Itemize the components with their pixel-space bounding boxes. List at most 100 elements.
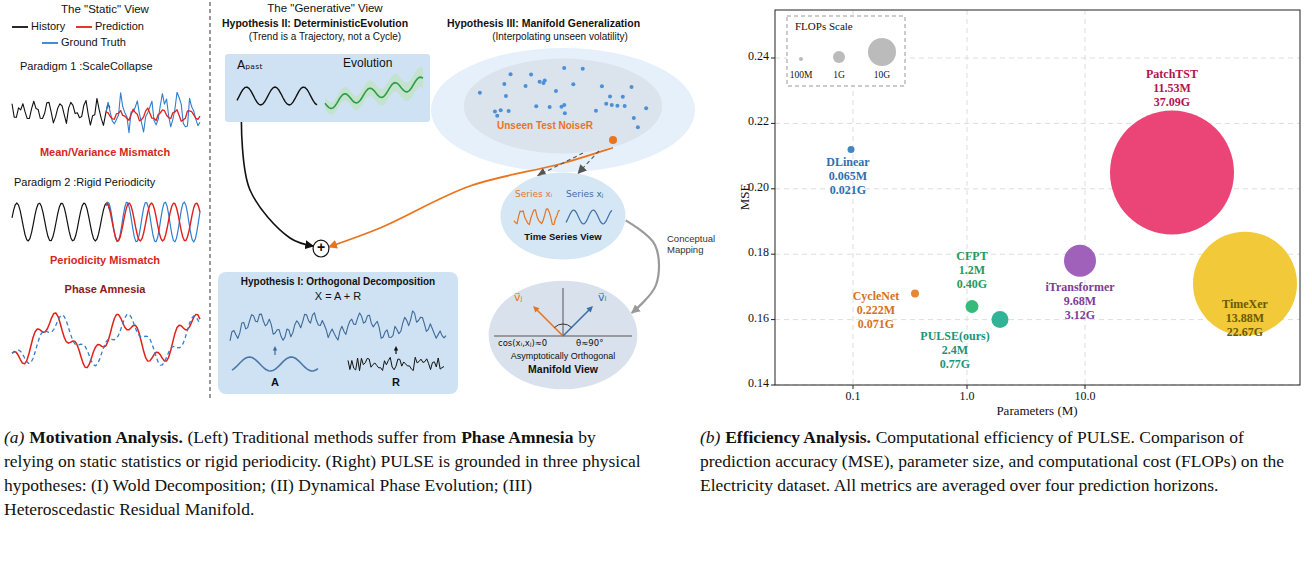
noise-dot [507, 109, 511, 113]
manifold-halo [431, 48, 695, 172]
noise-dot [604, 102, 608, 106]
chart-label: 0.071G [858, 318, 894, 332]
noise-dot [509, 72, 513, 76]
noise-dot [571, 82, 575, 86]
caption-text: (a) [4, 427, 24, 447]
prediction-trace [106, 108, 200, 121]
noise-dot [548, 105, 552, 109]
noise-dot [636, 125, 640, 129]
caption-text: Phase Amnesia [461, 427, 573, 447]
figure-label: Periodicity Mismatch [50, 254, 160, 267]
noise-dot [504, 94, 508, 98]
connector-label: Conceptual Mapping [667, 234, 729, 256]
noise-dot [495, 114, 499, 118]
past-trace [237, 87, 317, 105]
history-trace [12, 203, 110, 241]
noise-manifold: Unseen Test NoiseR [463, 58, 663, 154]
chart-label: 22.67G [1227, 326, 1263, 340]
connector-arrow [538, 153, 583, 176]
caption: (a)Motivation Analysis.(Left) Traditiona… [4, 425, 644, 521]
node-text: R [392, 376, 400, 389]
chart-label: 10.0 [1075, 390, 1096, 404]
node-text: Aₚₐₛₜ [237, 59, 263, 73]
node-text: 10G [874, 70, 890, 81]
node-illustration [494, 288, 632, 336]
noise-dot [493, 109, 497, 113]
shape-outline [464, 59, 662, 154]
evolution-box: AₚₐₛₜEvolution [225, 54, 430, 122]
tick-mark [1085, 385, 1086, 389]
chart-label: 37.09G [1154, 96, 1190, 110]
noise-dot [610, 103, 614, 107]
time-series-bubble: Series xᵢSeries xⱼTime Series View [500, 172, 626, 260]
arrow-head [394, 346, 398, 351]
noise-dot [581, 67, 585, 71]
series-trace [566, 210, 612, 224]
manifold-view-circle: v⃗ⱼv⃗ᵢcos(xᵢ,xⱼ)≈0θ≈90°Asymptotically Or… [488, 280, 638, 390]
series-trace [514, 209, 560, 225]
noise-dot [499, 108, 503, 112]
prediction-trace [12, 313, 200, 368]
node-text: cos(xᵢ,xⱼ)≈0 [498, 339, 547, 349]
composite-trace [230, 311, 446, 341]
vector-arrow [563, 308, 591, 336]
chart-label: 0.18 [748, 246, 769, 260]
uncertainty-band [325, 67, 423, 114]
noise-dot [563, 111, 567, 115]
chart-label: 11.53M [1153, 82, 1191, 96]
node-text: Asymptotically Orthogonal [511, 351, 616, 361]
divider-line [210, 2, 211, 400]
arrow-head [533, 306, 540, 313]
truth-trace [106, 92, 200, 132]
model-bubble [992, 311, 1009, 328]
noise-dot [524, 84, 528, 88]
chart-label: CFPT [956, 250, 987, 264]
noise-dot [600, 84, 604, 88]
tick-mark [771, 319, 775, 320]
node-illustration [237, 67, 423, 114]
node-illustration [514, 209, 612, 225]
node-text: Time Series View [524, 232, 601, 243]
legend-text: Prediction [95, 20, 144, 33]
chart-label: 0.40G [957, 278, 987, 292]
scale-circle [833, 51, 845, 63]
node-text: Series xᵢ [515, 189, 552, 199]
chart-label: 3.12G [1065, 309, 1095, 323]
node-text: θ≈90° [576, 339, 603, 349]
figure-label: The "Static" View [61, 3, 149, 16]
scale-circle [868, 38, 896, 66]
chart-label: CycleNet [853, 290, 900, 304]
tick-mark [771, 385, 775, 386]
node-shape [500, 172, 626, 260]
figure-label: Hypothesis III: Manifold Generalization [447, 17, 640, 29]
chart-label: 0.22 [748, 115, 769, 129]
residual-trace [348, 357, 444, 370]
chart-label: 0.021G [830, 184, 866, 198]
tick-mark [771, 254, 775, 255]
noise-dot [534, 104, 538, 108]
chart-label: 1.2M [959, 264, 985, 278]
caption-text: (Left) Traditional methods suffer from [187, 427, 456, 447]
noise-dot [621, 95, 625, 99]
caption: (b)Efficiency Analysis.Computational eff… [700, 425, 1306, 497]
noise-dot [562, 66, 566, 70]
node-illustration [230, 311, 446, 371]
figure-label: Paradigm 2 :Rigid Periodicity [14, 176, 155, 189]
noise-dot [554, 89, 558, 93]
chart-label: TimeXer [1222, 298, 1268, 312]
noise-dot [562, 103, 566, 107]
node-illustration [799, 38, 896, 66]
tick-mark [853, 385, 854, 389]
figure-label: Mean/Variance Mismatch [40, 146, 170, 159]
node-text: v⃗ⱼ [514, 292, 522, 305]
shape-outline [225, 54, 430, 122]
noise-dot [644, 106, 648, 110]
node-text: X = A + R [315, 290, 361, 303]
chart-label: PatchTST [1146, 68, 1198, 82]
noise-dot [615, 104, 619, 108]
model-bubble [1193, 232, 1297, 336]
node-text: + [317, 239, 325, 255]
plot-frame [775, 10, 1300, 385]
chart-label: 0.1 [846, 390, 861, 404]
